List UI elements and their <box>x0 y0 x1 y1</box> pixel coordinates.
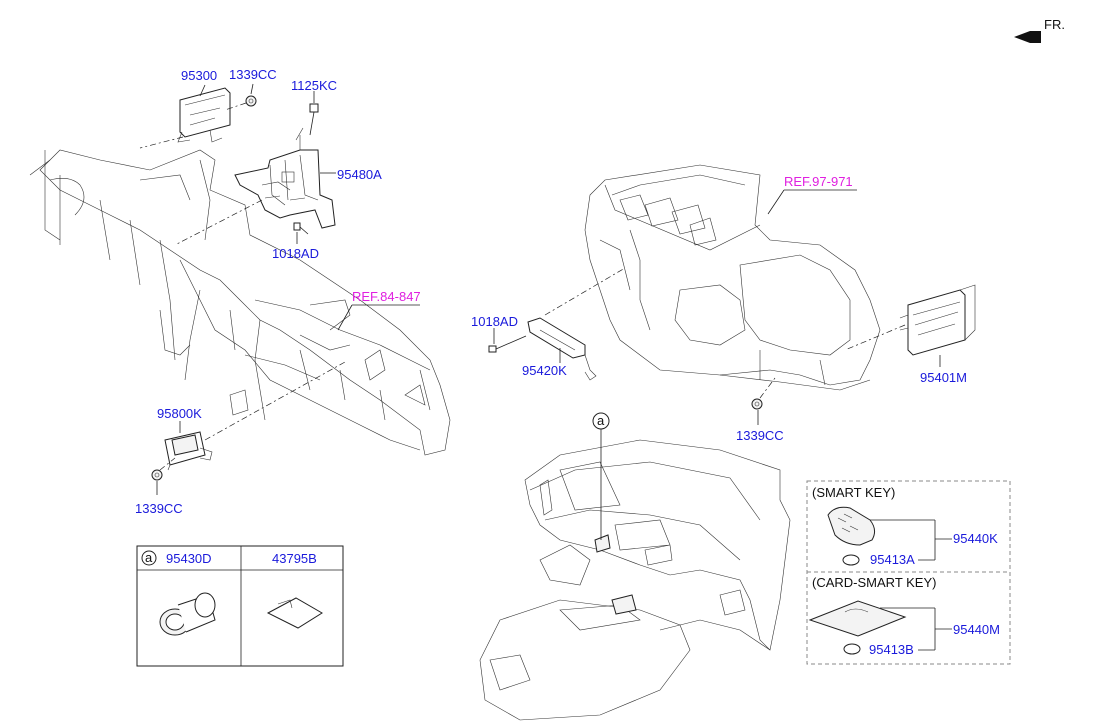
nut-1339cc-left-drawing <box>151 469 163 481</box>
key-groups-box: (SMART KEY) (CARD-SMART KEY) 95440K 9541… <box>806 480 1011 665</box>
bolt-1125kc-drawing <box>309 103 319 136</box>
part-1339cc-left: 1339CC <box>135 501 183 516</box>
legend-part-95430d: 95430D <box>166 551 212 566</box>
part-1339cc-top: 1339CC <box>229 67 277 82</box>
bolt-1018ad-lower-drawing <box>488 335 527 353</box>
part-95480a: 95480A <box>337 167 382 182</box>
part-95300: 95300 <box>181 68 217 83</box>
front-arrow-icon <box>1014 31 1041 43</box>
module-95800k-drawing <box>164 431 213 471</box>
callout-a-marker: a <box>592 412 610 540</box>
card-smart-key-drawing <box>808 600 907 637</box>
battery-95413b-icon <box>843 643 861 655</box>
part-95440k: 95440K <box>953 531 998 546</box>
part-1125kc: 1125KC <box>291 78 337 93</box>
smart-key-fob-drawing <box>827 506 876 546</box>
battery-95413a-icon <box>842 554 860 566</box>
start-button-drawing <box>159 592 216 636</box>
front-direction-indicator: FR. <box>1014 17 1065 43</box>
smart-key-title: (SMART KEY) <box>812 485 895 500</box>
legend-table: a 95430D 43795B <box>136 545 344 667</box>
part-95413b: 95413B <box>869 642 914 657</box>
part-95800k: 95800K <box>157 406 202 421</box>
callout-a-letter: a <box>597 413 605 428</box>
module-95401m-drawing <box>899 284 976 356</box>
part-1339cc-right: 1339CC <box>736 428 784 443</box>
hvac-unit-drawing <box>584 164 881 391</box>
part-1018ad-lower: 1018AD <box>471 314 518 329</box>
dashboard-interior-drawing <box>479 439 791 721</box>
legend-part-43795b: 43795B <box>272 551 317 566</box>
part-1018ad-upper: 1018AD <box>272 246 319 261</box>
card-smart-key-title: (CARD-SMART KEY) <box>812 575 936 590</box>
part-95420k: 95420K <box>522 363 567 378</box>
ref-crossmember: REF.84-847 <box>352 289 421 304</box>
antenna-95420k-drawing <box>527 317 597 381</box>
part-95440m: 95440M <box>953 622 1000 637</box>
module-95300-drawing <box>177 87 231 143</box>
legend-marker-a: a <box>145 550 153 565</box>
tag-drawing <box>266 597 323 629</box>
part-95413a: 95413A <box>870 552 915 567</box>
bolt-1018ad-upper-drawing <box>293 222 309 235</box>
cowl-crossmember-drawing <box>29 149 451 456</box>
front-label: FR. <box>1044 17 1065 32</box>
ref-hvac: REF.97-971 <box>784 174 853 189</box>
part-95401m: 95401M <box>920 370 967 385</box>
bracket-95480a-drawing <box>234 127 336 229</box>
nut-1339cc-right-drawing <box>751 398 763 410</box>
nut-1339cc-top-drawing <box>245 95 257 107</box>
